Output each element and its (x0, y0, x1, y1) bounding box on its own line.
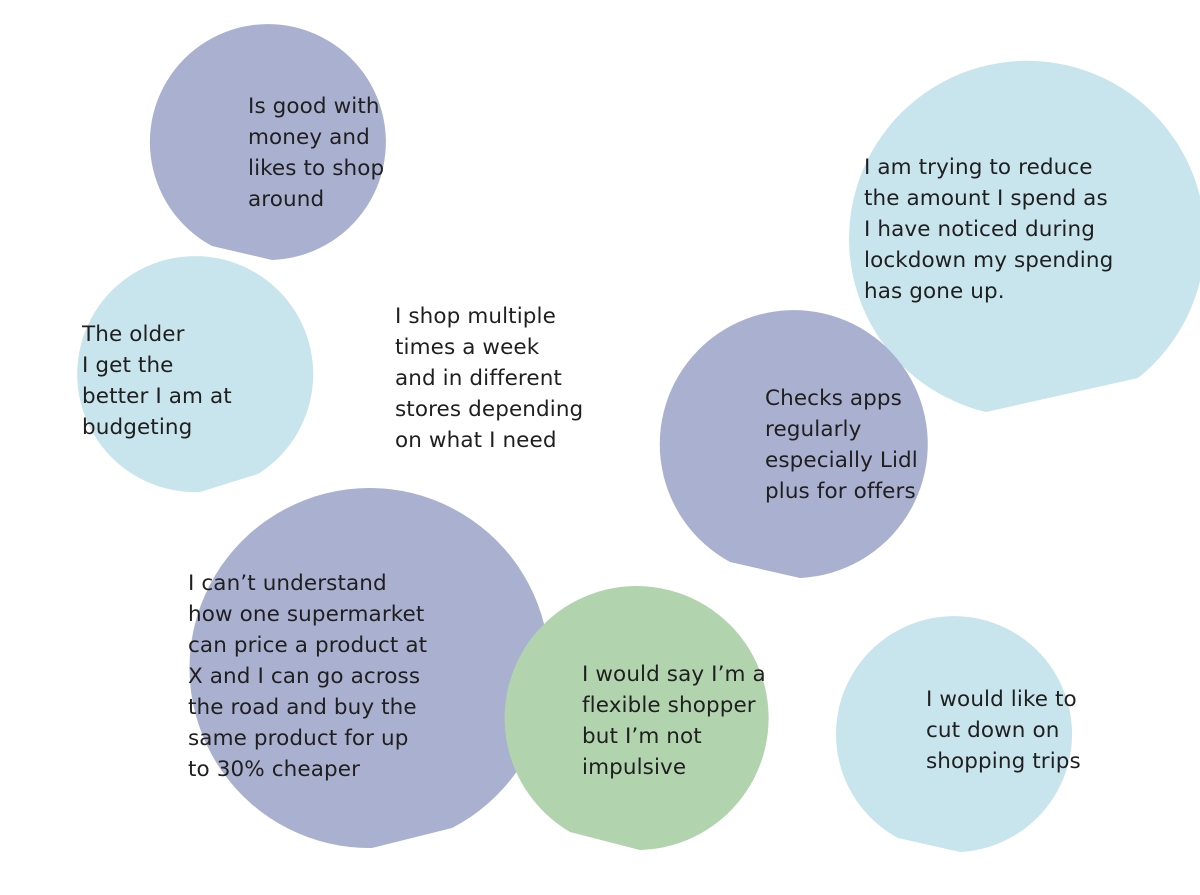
bubble-line: the road and buy the (188, 695, 417, 720)
bubble-line: I am trying to reduce (864, 155, 1093, 180)
bubble-line: likes to shop (248, 156, 385, 181)
bubble-good-with-money-text: Is good with money and likes to shop aro… (248, 91, 384, 215)
bubble-line: I shop multiple (395, 304, 556, 329)
bubble-line: flexible shopper (582, 693, 756, 718)
bubble-reduce-spending-shape (849, 60, 1200, 412)
bubble-good-with-money-shape (149, 24, 386, 260)
bubble-line: I have noticed during (864, 217, 1095, 242)
bubble-line: I would like to (926, 687, 1077, 712)
bubble-line: X and I can go across (188, 664, 421, 689)
bubble-line: same product for up (188, 726, 409, 751)
bubble-reduce-spending-text: I am trying to reduce the amount I spend… (864, 152, 1113, 307)
bubble-line: money and (248, 125, 370, 150)
bubble-cut-down-trips-text: I would like to cut down on shopping tri… (926, 684, 1081, 777)
bubble-line: impulsive (582, 755, 687, 780)
bubble-line: around (248, 187, 325, 212)
bubble-supermarket-price-text: I can’t understand how one supermarket c… (188, 568, 427, 785)
bubble-line: times a week (395, 335, 540, 360)
bubble-line: Is good with (248, 94, 380, 119)
bubble-line: shopping trips (926, 749, 1081, 774)
bubble-flexible-shopper-text: I would say I’m a flexible shopper but I… (582, 659, 766, 783)
bubble-line: I can’t understand (188, 571, 387, 596)
bubble-line: cut down on (926, 718, 1060, 743)
bubble-line: can price a product at (188, 633, 428, 658)
bubble-line: the amount I spend as (864, 186, 1108, 211)
bubble-line: better I am at (82, 384, 232, 409)
bubble-cut-down-trips-shape (836, 616, 1073, 852)
bubble-line: The older (82, 322, 185, 347)
bubble-line: stores depending (395, 397, 584, 422)
bubble-line: I get the (82, 353, 174, 378)
bubble-line: to 30% cheaper (188, 757, 361, 782)
bubble-line: has gone up. (864, 279, 1005, 304)
bubble-line: especially Lidl (765, 448, 918, 473)
bubble-checks-apps-shape (659, 310, 928, 578)
bubble-checks-apps-text: Checks apps regularly especially Lidl pl… (765, 383, 918, 507)
bubble-older-budgeting-shape (77, 256, 314, 493)
bubble-line: regularly (765, 417, 862, 442)
bubble-line: but I’m not (582, 724, 702, 749)
bubble-flexible-shopper-shape (504, 586, 769, 850)
bubble-shop-multiple-times-text: I shop multiple times a week and in diff… (395, 301, 583, 456)
bubble-line: lockdown my spending (864, 248, 1114, 273)
bubble-line: and in different (395, 366, 562, 391)
bubble-line: I would say I’m a (582, 662, 766, 687)
bubble-supermarket-price-shape (189, 488, 550, 849)
bubble-line: on what I need (395, 428, 557, 453)
bubble-line: how one supermarket (188, 602, 425, 627)
bubble-line: budgeting (82, 415, 193, 440)
bubble-older-budgeting-text: The older I get the better I am at budge… (82, 319, 232, 443)
bubble-line: plus for offers (765, 479, 916, 504)
bubble-line: Checks apps (765, 386, 902, 411)
